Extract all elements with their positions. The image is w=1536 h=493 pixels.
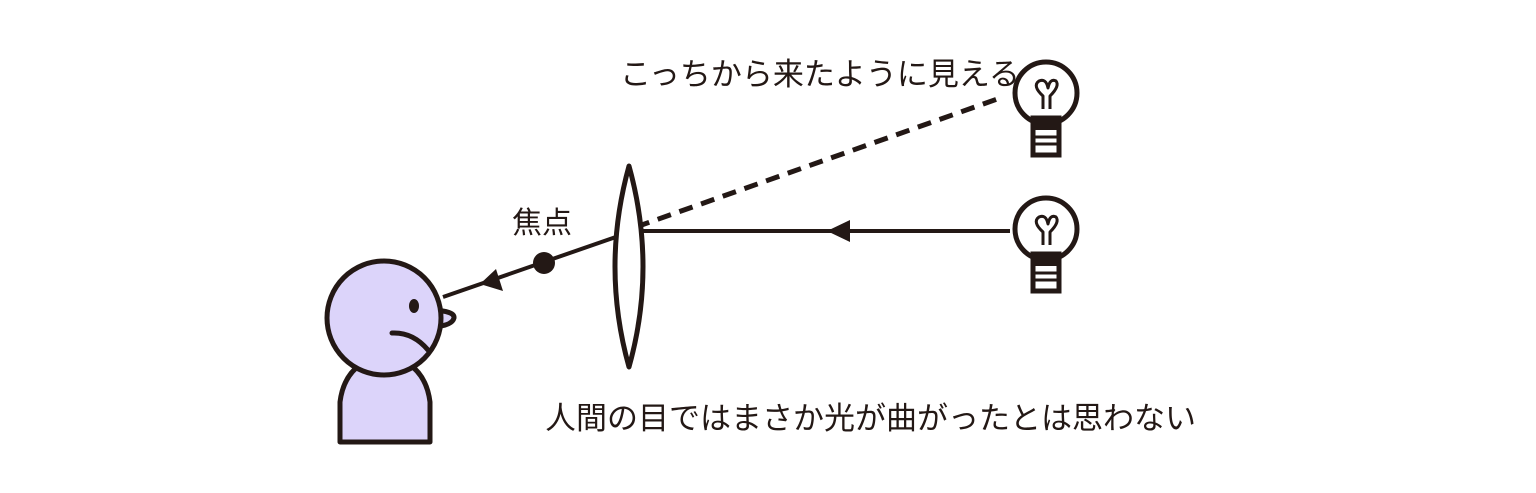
person-eye (409, 299, 419, 313)
caption-label: 人間の目ではまさか光が曲がったとは思わない (545, 401, 1196, 437)
apparent-ray-dashed (635, 94, 1004, 230)
light-bulb-icon (1012, 195, 1080, 294)
focal-point-dot (533, 252, 555, 274)
convex-lens-icon (612, 163, 646, 370)
person-mouth (389, 330, 431, 353)
focal-point-label: 焦点 (512, 206, 572, 241)
light-bulb-icon (1012, 59, 1080, 158)
refracted-ray-arrowhead (480, 269, 503, 291)
incoming-ray-arrowhead (827, 220, 850, 242)
person-head (324, 258, 444, 378)
apparent-direction-label: こっちから来たように見える (620, 57, 1020, 93)
person-icon (324, 258, 457, 445)
